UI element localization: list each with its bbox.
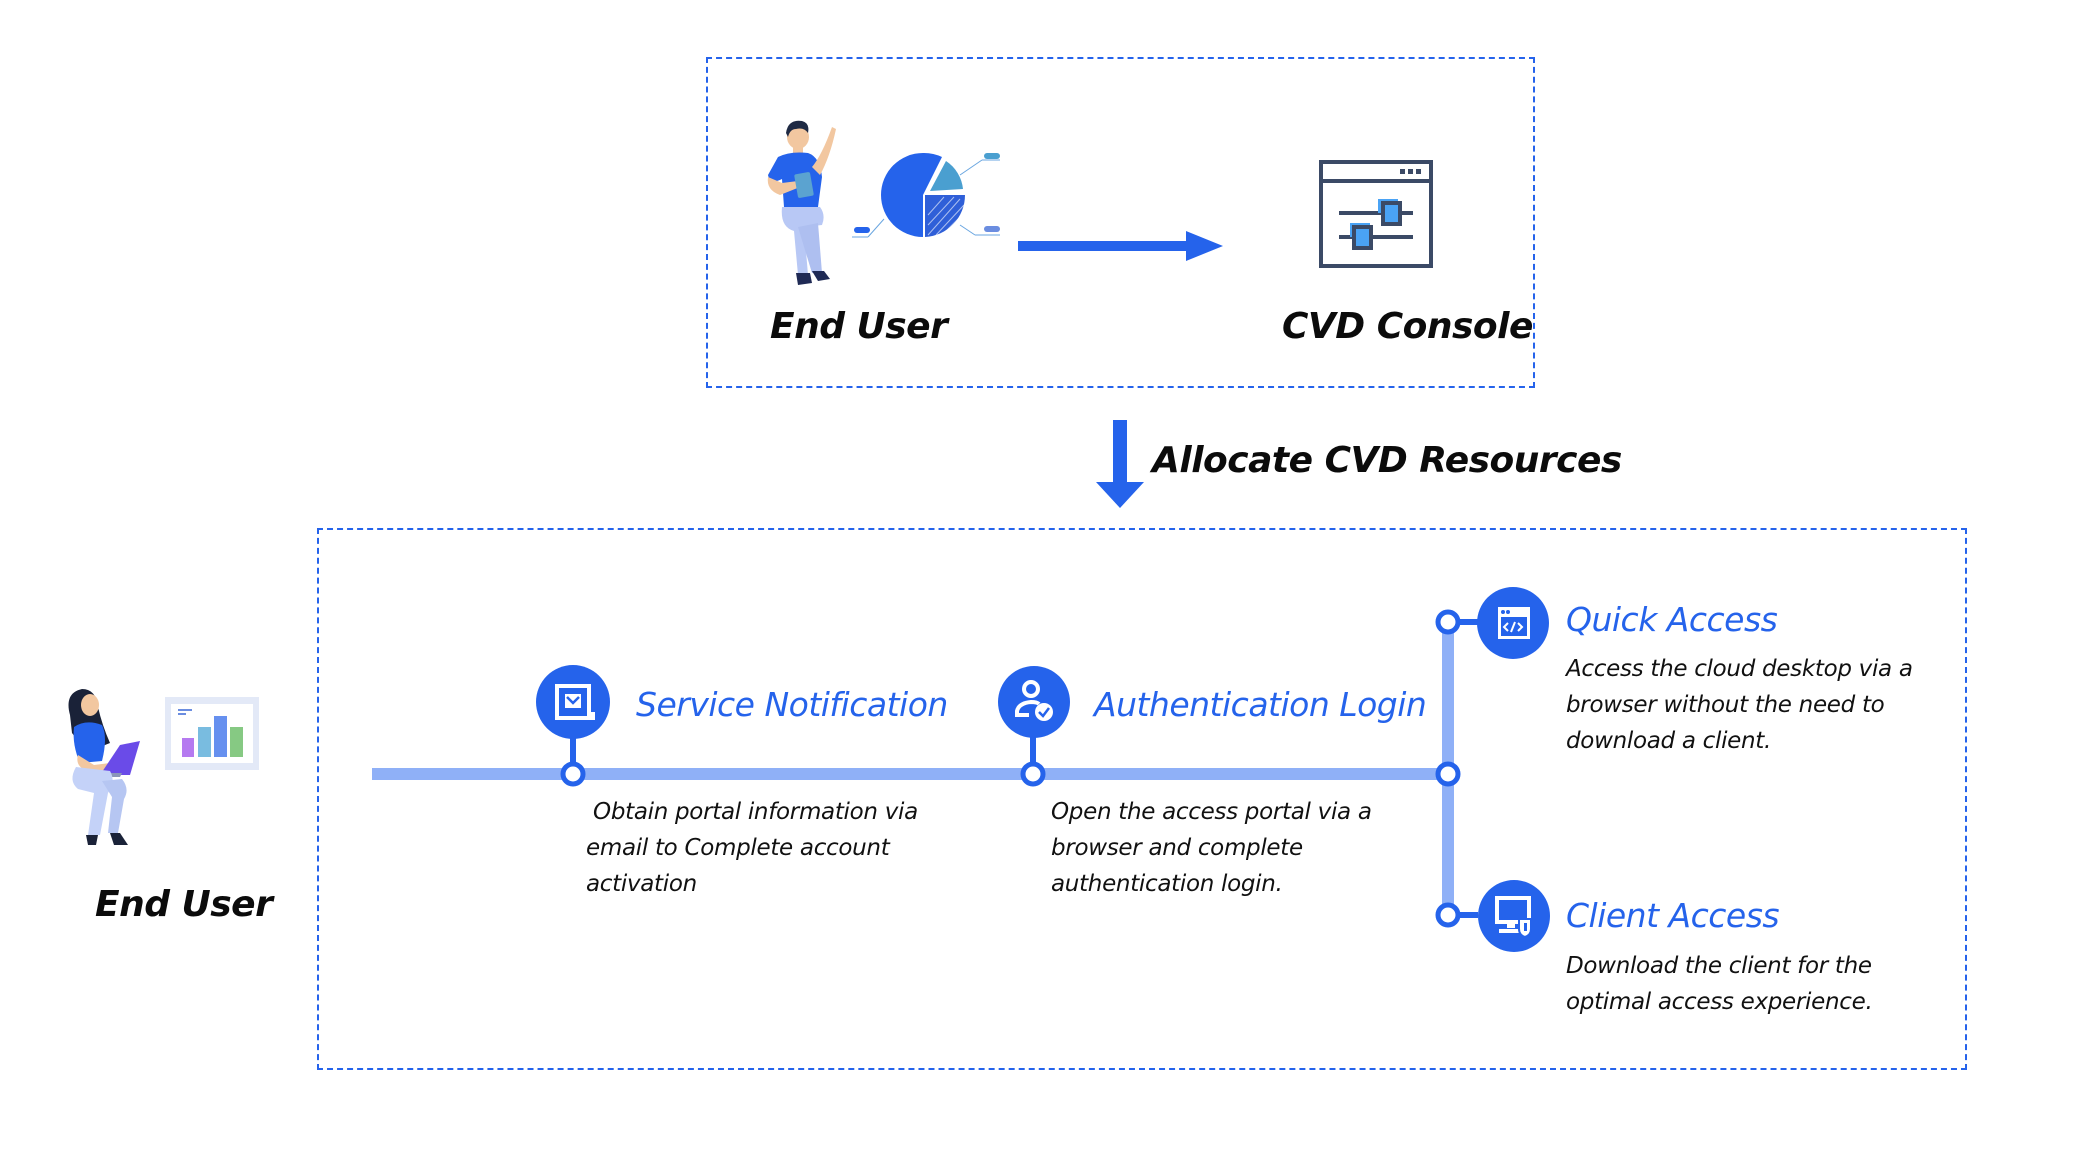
description-line: authentication login. [1051, 871, 1283, 897]
browser-code-icon [1477, 587, 1549, 659]
description-line: browser and complete [1051, 835, 1303, 861]
top-end-user-label: End User [770, 306, 948, 347]
woman-laptop-bar-chart-illustration [68, 689, 259, 845]
man-presenting-pie-chart-illustration [767, 120, 1000, 285]
service-notification-description: Obtain portal information via email to C… [586, 794, 918, 902]
description-line: Obtain portal information via [586, 799, 918, 825]
woman-figure [68, 689, 140, 845]
user-check-icon [998, 666, 1070, 738]
timeline-node-client [1435, 902, 1461, 928]
monitor-shield-icon [1478, 880, 1550, 952]
allocate-resources-label: Allocate CVD Resources [1152, 440, 1622, 481]
timeline-main-line [372, 768, 1448, 780]
timeline-node-branch [1435, 761, 1461, 787]
description-line: download a client. [1566, 728, 1772, 754]
description-line: optimal access experience. [1566, 989, 1873, 1015]
timeline-node-quick [1435, 609, 1461, 635]
quick-access-description: Access the cloud desktop via a browser w… [1566, 651, 1913, 759]
client-access-title: Client Access [1566, 896, 1780, 935]
console-section-frame [706, 57, 1535, 388]
description-line: email to Complete account [586, 835, 890, 861]
pie-chart-graphic [852, 152, 1000, 238]
man-figure [767, 120, 836, 285]
timeline-node-service [560, 761, 586, 787]
bottom-end-user-label: End User [95, 884, 273, 925]
arrow-right-icon [1018, 231, 1223, 261]
arrow-down-icon [1096, 420, 1144, 508]
mail-notification-icon [536, 665, 610, 739]
description-line: Access the cloud desktop via a [1566, 656, 1913, 682]
description-line: Download the client for the [1566, 953, 1872, 979]
client-access-description: Download the client for the optimal acce… [1566, 948, 1873, 1020]
description-line: Open the access portal via a [1051, 799, 1372, 825]
authentication-login-title: Authentication Login [1094, 685, 1427, 724]
quick-access-title: Quick Access [1566, 600, 1778, 639]
authentication-login-description: Open the access portal via a browser and… [1051, 794, 1372, 902]
description-line: browser without the need to [1566, 692, 1885, 718]
access-flow-section-frame [317, 528, 1967, 1070]
description-line: activation [586, 871, 697, 897]
timeline-node-auth [1020, 761, 1046, 787]
bar-chart-board [165, 697, 259, 770]
console-sliders-icon [1319, 160, 1433, 268]
service-notification-title: Service Notification [636, 685, 948, 724]
cvd-console-label: CVD Console [1282, 306, 1533, 347]
